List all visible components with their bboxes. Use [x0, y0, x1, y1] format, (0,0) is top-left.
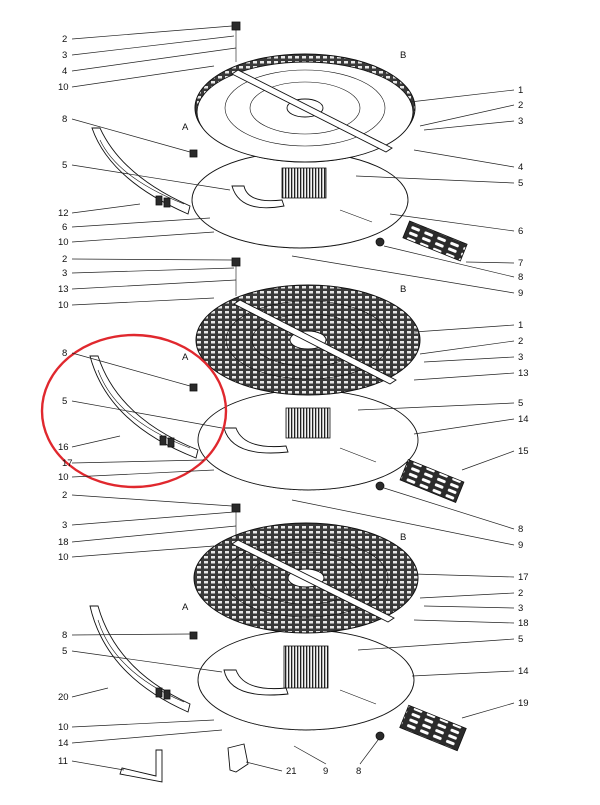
callout-number: 8	[356, 766, 361, 777]
callouts-left: 2 3 4 10 8 5 12 6 10	[58, 25, 237, 248]
callout-number: 3	[518, 352, 523, 363]
assembly-2: A B 2 3 13 10 8 5 16 17 10 1 2	[40, 254, 529, 551]
vent-panel-7	[402, 220, 468, 262]
callout-number: 3	[62, 50, 67, 61]
callout-number: 4	[518, 162, 523, 173]
callout-number: 10	[58, 472, 69, 483]
fan-motor	[285, 407, 331, 439]
callout-number: 17	[518, 572, 529, 583]
assembly-3: A B 2 3 18 10 8 5 20 10 14 11 21 9	[58, 490, 529, 783]
callout-number: 5	[518, 398, 523, 409]
callout-number: 2	[62, 490, 67, 501]
callout-number: 5	[62, 646, 67, 657]
callout-number: 5	[518, 178, 523, 189]
callout-number: 13	[58, 284, 69, 295]
callout-number: 1	[518, 320, 523, 331]
callout-number: 8	[518, 524, 523, 535]
callout-number: 19	[518, 698, 529, 709]
callout-number: 15	[518, 446, 529, 457]
crescent-part	[231, 185, 285, 209]
crescent-part	[223, 427, 289, 454]
callout-number: 17	[62, 458, 73, 469]
letter-a: A	[182, 602, 189, 613]
vent-panel-15	[399, 459, 465, 503]
fan-motor	[281, 167, 327, 199]
callout-number: 12	[58, 208, 69, 219]
callout-number: 6	[518, 226, 523, 237]
callout-number: 2	[518, 336, 523, 347]
callout-number: 2	[62, 34, 67, 45]
callout-number: 18	[518, 618, 529, 629]
callout-number: 5	[518, 634, 523, 645]
callout-number: 14	[518, 414, 529, 425]
callout-number: 10	[58, 300, 69, 311]
letter-b: B	[400, 532, 406, 543]
callout-number: 3	[62, 520, 67, 531]
callout-number: 10	[58, 552, 69, 563]
callout-number: 9	[323, 766, 328, 777]
callout-number: 3	[518, 603, 523, 614]
callout-number: 2	[518, 100, 523, 111]
side-panel-16	[89, 355, 199, 459]
callout-number: 6	[62, 222, 67, 233]
callout-number: 16	[58, 442, 69, 453]
callouts-right: 17 2 3 18 5 14 19	[357, 572, 529, 719]
callout-number: 8	[62, 348, 67, 359]
crescent-part	[223, 669, 289, 696]
callout-number: 4	[62, 66, 67, 77]
fan-motor	[283, 645, 329, 689]
highlight-circle	[40, 333, 228, 489]
callout-number: 10	[58, 82, 69, 93]
callouts-left: 2 3 13 10 8 5 16 17 10	[58, 254, 237, 483]
callouts-right: 1 2 3 4 5 6 7 8 9	[291, 85, 523, 299]
callout-number: 14	[58, 738, 69, 749]
letter-b: B	[400, 284, 406, 295]
callout-number: 8	[62, 630, 67, 641]
letter-a: A	[182, 122, 189, 133]
callout-number: 14	[518, 666, 529, 677]
callout-number: 3	[62, 268, 67, 279]
callout-number: 1	[518, 85, 523, 96]
callout-number: 8	[62, 114, 67, 125]
callout-number: 20	[58, 692, 69, 703]
callout-number: 9	[518, 288, 523, 299]
assembly-1: A B 2 3 4 10 8 5 12 6 10 1 2	[58, 21, 523, 299]
callout-number: 3	[518, 116, 523, 127]
callout-number: 18	[58, 537, 69, 548]
callout-number: 7	[518, 258, 523, 269]
callout-number: 2	[62, 254, 67, 265]
callout-number: 10	[58, 237, 69, 248]
clip-21	[227, 743, 249, 773]
callouts-right: 1 2 3 13 5 14 15 8 9	[291, 320, 529, 551]
callout-number: 5	[62, 160, 67, 171]
callout-number: 11	[58, 756, 68, 767]
bracket-11	[119, 749, 163, 783]
side-panel-20	[89, 605, 191, 713]
callout-number: 5	[62, 396, 67, 407]
callout-number: 10	[58, 722, 69, 733]
vent-panel-19	[399, 704, 467, 752]
callout-number: 13	[518, 368, 529, 379]
callout-number: 8	[518, 272, 523, 283]
callouts-left: 2 3 18 10 8 5 20 10 14 11 21 9 8	[58, 490, 379, 777]
letter-b: B	[400, 50, 406, 61]
callout-number: 9	[518, 540, 523, 551]
callout-number: 21	[286, 766, 297, 777]
letter-a: A	[182, 352, 189, 363]
base-plate	[191, 151, 409, 249]
side-panel-12	[91, 127, 191, 215]
callout-number: 2	[518, 588, 523, 599]
